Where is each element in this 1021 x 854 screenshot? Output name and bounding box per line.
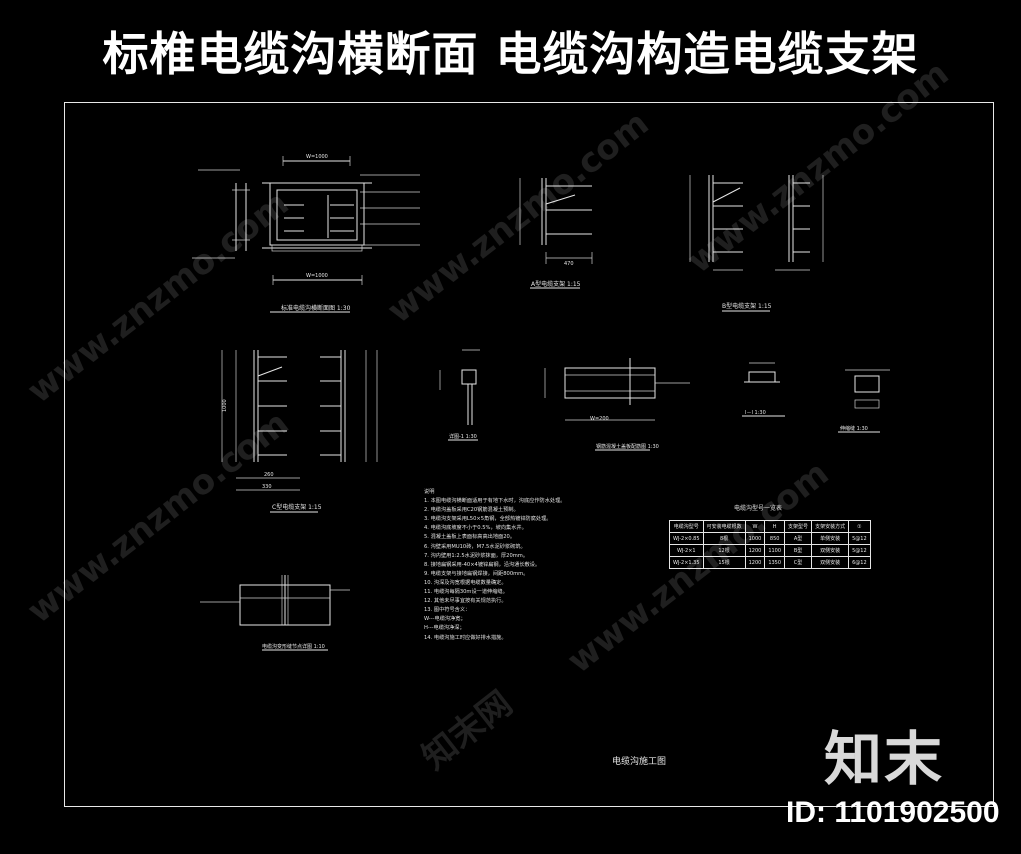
notes-block: 说明 1. 本图电缆沟横断面适用于有地下水时，沟底应作防水处理。 2. 电缆沟盖…	[424, 488, 664, 643]
c-height-dim: 1000	[222, 399, 228, 412]
bracket-b-caption: B型电缆支架 1:15	[722, 302, 772, 310]
table-cell: 双侧安装	[811, 544, 850, 557]
table-cell: 1350	[764, 556, 786, 569]
note-item: 7. 沟内壁用1:2.5水泥砂浆抹面，厚20mm。	[424, 552, 529, 559]
note-item: W---电缆沟净宽；	[424, 616, 466, 623]
bracket-a-caption: A型电缆支架 1:15	[531, 280, 581, 288]
section11-caption: I－I 1:30	[745, 410, 766, 416]
table-cell: B型	[784, 544, 813, 557]
table-cell: 1100	[764, 544, 786, 557]
section-1-1	[742, 362, 785, 417]
note-item: H---电缆沟净深；	[424, 625, 465, 632]
notes-header: 说明	[424, 489, 435, 495]
table-row: WJ-2×1.35 15根 1200 1350 C型 双侧安装 6@12	[669, 556, 871, 569]
c-width-dim-1: 260	[264, 472, 274, 478]
joint-caption: 伸缩缝 1:30	[840, 425, 868, 432]
a-width-dim: 470	[564, 261, 574, 267]
table-cell: 单侧安装	[811, 532, 850, 545]
note-item: 1. 本图电缆沟横断面适用于有地下水时，沟底应作防水处理。	[424, 498, 566, 505]
note-item: 6. 沟壁采用MU10砖，M7.5水泥砂浆砌筑。	[424, 543, 526, 550]
note-item: 14. 电缆沟施工时应做好排水措施。	[424, 634, 507, 641]
drawing-sheet	[64, 102, 994, 807]
trench-type-table: 电缆沟型号 可安装电缆根数 W H 支架型号 支架安装方式 ① WJ-2×0.8…	[669, 520, 871, 569]
table-cell: 1200	[744, 556, 766, 569]
table-cell: 5@12	[848, 544, 871, 557]
note-item: 10. 沟深及沟宽根据电缆数量确定。	[424, 579, 507, 586]
table-header-row: 电缆沟型号 可安装电缆根数 W H 支架型号 支架安装方式 ①	[669, 520, 871, 533]
table-header-cell: 电缆沟型号	[669, 520, 704, 533]
table-header-cell: 支架型号	[784, 520, 813, 533]
note-item: 5. 混凝土盖板上表面标高高出地面20。	[424, 534, 516, 541]
note-item: 11. 电缆沟每隔30m设一道伸缩缝。	[424, 589, 508, 596]
main-cross-section	[192, 156, 420, 313]
table-cell: 双侧安装	[811, 556, 850, 569]
note-item: 13. 图中符号含义：	[424, 607, 471, 614]
c-width-dim-2: 330	[262, 484, 272, 490]
logo-text: 知末	[824, 725, 945, 793]
table-cell: A型	[784, 532, 813, 545]
dim-w: W=1000	[306, 154, 328, 160]
bracket-b	[689, 175, 824, 312]
table-row: WJ-2×0.85 8根 1000 850 A型 单侧安装 5@12	[669, 532, 871, 545]
table-cell: WJ-2×1.35	[669, 556, 704, 569]
note-item: 12. 其他未尽事宜按有关规范执行。	[424, 598, 507, 605]
bracket-a	[519, 178, 593, 289]
cover-caption: 钢筋混凝土盖板配筋图 1:30	[596, 443, 659, 450]
settle-detail	[200, 575, 350, 651]
table-cell: 6@12	[848, 556, 871, 569]
table-header-cell: 支架安装方式	[811, 520, 850, 533]
cover-slab	[544, 358, 690, 451]
sheet-name: 电缆沟施工图	[612, 757, 667, 767]
note-item: 8. 接地扁钢采用-40×4镀锌扁钢，沿沟通长敷设。	[424, 561, 541, 568]
main-section-caption: 标准电缆沟横断面图 1:30	[281, 304, 351, 312]
note-item: 4. 电缆沟底坡度不小于0.5%，坡向集水井。	[424, 525, 527, 532]
cover-width-dim: W=200	[590, 416, 609, 422]
id-label: ID: 1101902500	[786, 796, 1000, 829]
dim-w-bottom: W=1000	[306, 273, 328, 279]
joint-detail	[838, 369, 890, 433]
table-cell: 15根	[702, 556, 746, 569]
note-item: 3. 电缆沟支架采用L50×5角钢，全部热镀锌防腐处理。	[424, 516, 552, 523]
table-cell: C型	[784, 556, 813, 569]
note-item: 9. 电缆支架与接地扁钢焊接，间距800mm。	[424, 570, 529, 577]
detail1-caption: 详图-1 1:30	[449, 433, 477, 440]
table-cell: 5@12	[848, 532, 871, 545]
page-title: 标椎电缆沟横断面 电缆沟构造电缆支架	[102, 27, 919, 81]
table-row: WJ-2×1 12根 1200 1100 B型 双侧安装 5@12	[669, 544, 871, 557]
note-item: 2. 电缆沟盖板采用C20钢筋混凝土预制。	[424, 507, 519, 514]
table-header-cell: ①	[848, 520, 871, 533]
bracket-c-caption: C型电缆支架 1:15	[272, 503, 322, 511]
detail-1	[439, 349, 480, 441]
settle-caption: 电缆沟变形缝节点详图 1:10	[262, 643, 325, 650]
bracket-c	[221, 350, 378, 513]
table-title: 电缆沟型号一览表	[734, 505, 783, 512]
